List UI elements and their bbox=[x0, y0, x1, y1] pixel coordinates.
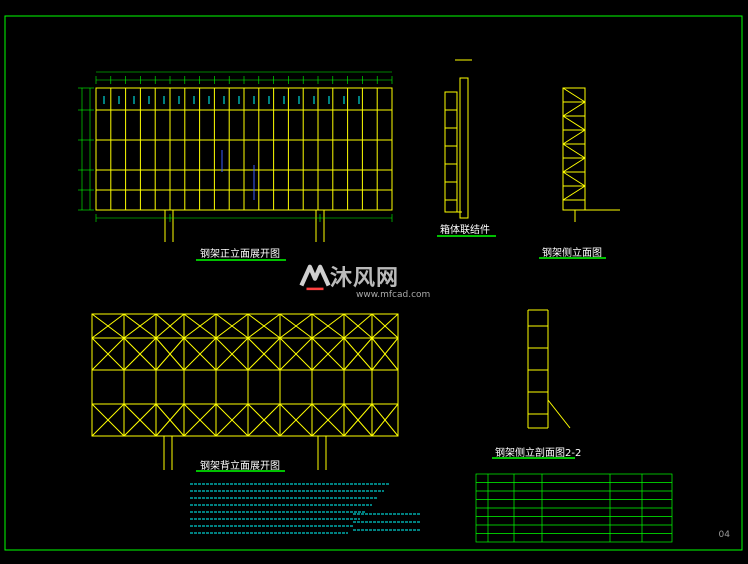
front-elevation bbox=[78, 71, 393, 242]
mf-logo-icon bbox=[299, 264, 331, 291]
back-elevation-title: 钢架背立面展开图 bbox=[200, 461, 280, 472]
back-elevation bbox=[91, 313, 399, 470]
joint-detail bbox=[444, 59, 472, 219]
legend-block bbox=[353, 513, 420, 531]
front-elevation-title: 钢架正立面展开图 bbox=[200, 249, 280, 260]
material-table bbox=[475, 473, 673, 543]
joint-detail-title: 箱体联结件 bbox=[440, 225, 490, 236]
watermark-brand: 沐风网 bbox=[330, 266, 400, 291]
general-notes bbox=[103, 96, 390, 534]
page-number: 04 bbox=[718, 530, 730, 540]
side-elevation-title: 钢架侧立面图 bbox=[542, 248, 602, 259]
side-elevation bbox=[562, 87, 620, 222]
watermark-url: www.mfcad.com bbox=[356, 290, 431, 300]
section-2-2 bbox=[527, 309, 571, 429]
drawing-border bbox=[4, 15, 743, 551]
section-title: 钢架侧立剖面图2-2 bbox=[495, 448, 582, 459]
